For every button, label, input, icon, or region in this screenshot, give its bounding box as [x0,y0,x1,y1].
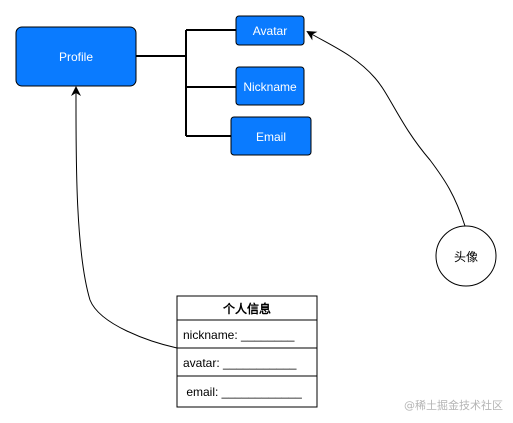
node-profile-box [15,26,137,87]
node-avatar[interactable]: Avatar [235,15,305,46]
node-nickname-label: Nickname [243,80,297,94]
form-title: 个人信息 [222,301,271,316]
node-avatar-box [235,15,305,46]
form-row-nickname: nickname: ________ [183,328,295,342]
node-nickname[interactable]: Nickname [235,66,305,106]
watermark-text: @稀土掘金技术社区 [404,398,503,412]
tree-connectors [136,29,236,137]
node-profile[interactable]: Profile [15,26,137,87]
avatar-circle-label: 头像 [454,250,478,264]
form-row-avatar: avatar: ___________ [183,356,297,370]
avatar-circle-shape [435,225,497,287]
arrow-circle-to-avatar [306,30,466,227]
node-avatar-circle[interactable]: 头像 [435,225,497,287]
node-profile-label: Profile [59,50,93,64]
node-email-label: Email [256,130,286,144]
info-form-table: 个人信息 nickname: ________ avatar: ________… [176,295,318,408]
node-email[interactable]: Email [230,116,312,156]
node-email-box [230,116,312,156]
node-avatar-label: Avatar [253,24,287,38]
arrow-form-to-profile [70,86,178,349]
form-row-email: email: ____________ [183,385,302,399]
node-nickname-box [235,66,305,106]
form-outer-border [176,295,318,408]
